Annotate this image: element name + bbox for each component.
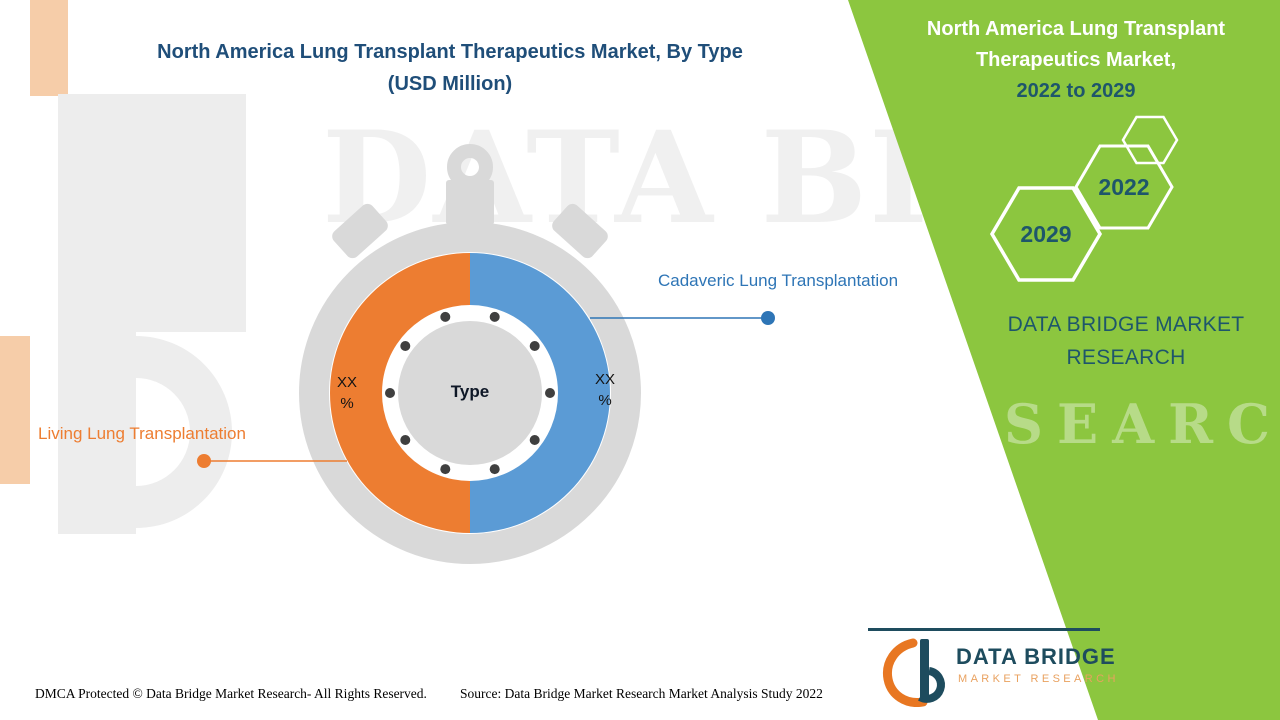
stopwatch-face (398, 321, 542, 465)
slice-cadaveric (470, 253, 610, 533)
logo-tagline: MARKET RESEARCH (958, 673, 1119, 685)
side-panel-title-line1: North America Lung Transplant (926, 18, 1226, 40)
side-panel-brand-line2: RESEARCH (1066, 346, 1186, 369)
logo-orange-swoosh (882, 638, 928, 707)
side-panel-title-years: 2022 to 2029 (1016, 80, 1136, 102)
hexagon-small (1121, 115, 1179, 165)
logo-wordmark: DATA BRIDGE (956, 644, 1116, 669)
side-panel-brand: DATA BRIDGE MARKET RESEARCH (950, 308, 1280, 374)
hexagon-2029 (989, 186, 1103, 282)
chart-title-line1: North America Lung Transplant Therapeuti… (157, 41, 743, 63)
leader-living (197, 454, 347, 468)
side-panel-title: North America Lung Transplant Therapeuti… (878, 14, 1274, 107)
logo-divider-line (868, 628, 1100, 631)
logo-b-stem (920, 639, 929, 701)
watermark-accent-bar-left (0, 336, 30, 484)
side-panel-title-line2: Therapeutics Market, (975, 49, 1177, 71)
watermark-b-block (136, 94, 246, 332)
footer-source: Source: Data Bridge Market Research Mark… (460, 686, 823, 701)
chart-title: North America Lung Transplant Therapeuti… (110, 36, 790, 100)
hexagon-year-2022: 2022 (1098, 174, 1149, 200)
stopwatch-right-lug (552, 203, 608, 259)
label-cadaveric: Cadaveric Lung Transplantation (658, 271, 899, 290)
stopwatch-left-lug (332, 203, 388, 259)
watermark-b-bowl (136, 336, 232, 528)
watermark-b-logo (0, 0, 246, 534)
leader-cadaveric (590, 311, 775, 325)
slice-living (330, 253, 470, 533)
hexagon-2022 (1074, 144, 1174, 230)
timeline-hexagons: 2029 2022 (989, 115, 1179, 282)
stopwatch-gauge (299, 144, 641, 564)
logo-b-bowl (918, 667, 945, 703)
stopwatch-tick-dots (385, 311, 555, 475)
value-cadaveric: XX % (594, 371, 615, 409)
stopwatch-crown-ring (447, 144, 493, 190)
watermark-accent-bar-top (30, 0, 68, 96)
value-living: XX % (336, 374, 357, 412)
label-living: Living Lung Transplantation (38, 424, 246, 443)
hexagon-year-2029: 2029 (1020, 221, 1071, 247)
donut-center-label: Type (450, 382, 490, 401)
leader-dot-living (197, 454, 211, 468)
stopwatch-crown-stem (446, 180, 494, 225)
watermark-research-text: RESEARCH (890, 392, 1280, 456)
chart-title-line2: (USD Million) (387, 73, 513, 95)
side-panel-brand-line1: DATA BRIDGE MARKET (1007, 313, 1245, 336)
footer-dmca: DMCA Protected © Data Bridge Market Rese… (35, 686, 427, 701)
leader-dot-cadaveric (761, 311, 775, 325)
watermark-b-stem (58, 94, 136, 534)
databridge-logo-icon (882, 638, 945, 707)
stopwatch-bezel (299, 222, 641, 564)
